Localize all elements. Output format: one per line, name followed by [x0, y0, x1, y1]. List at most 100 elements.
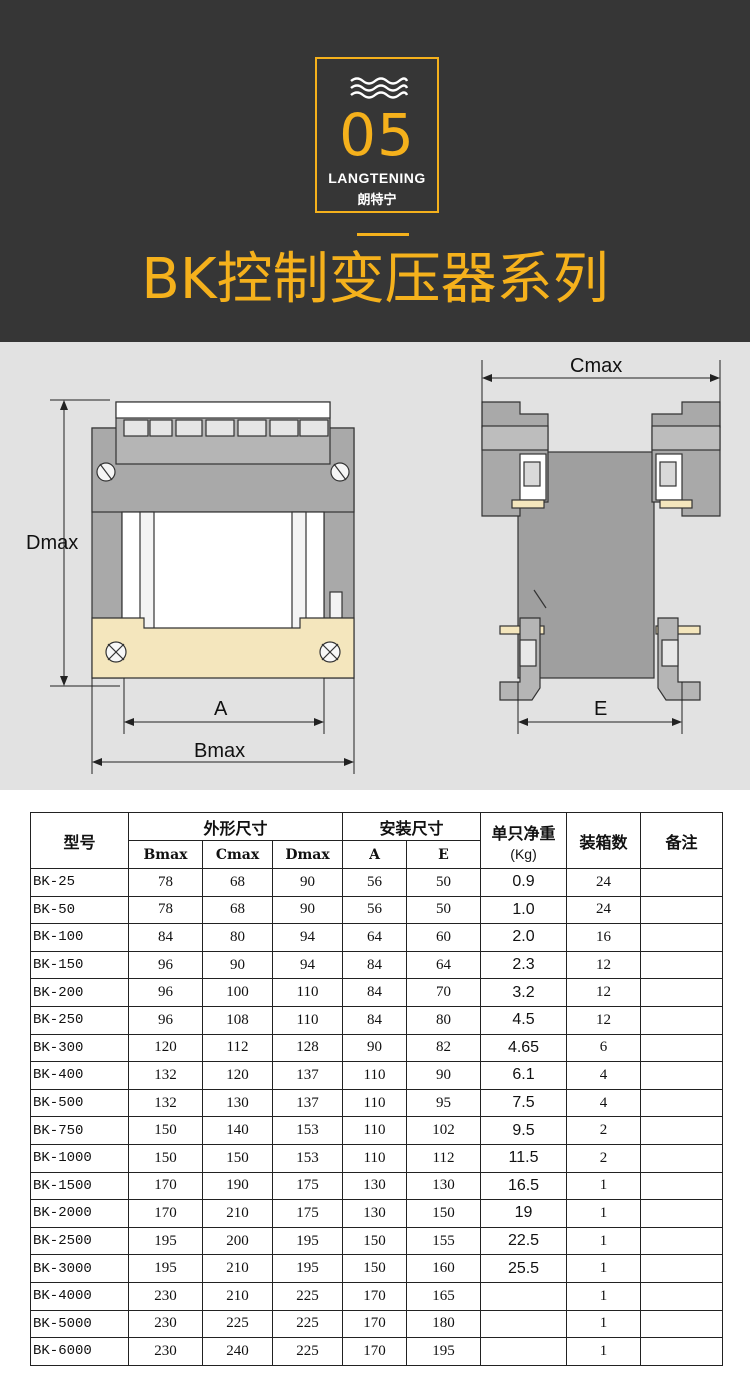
cell-cmax: 210 [202, 1199, 273, 1228]
cell-dmax: 90 [272, 895, 343, 925]
cell-bmax: 78 [128, 895, 203, 925]
cell-cmax: 68 [202, 895, 273, 925]
header-mount-dimensions: 安装尺寸 [341, 812, 482, 841]
cell-dmax: 153 [272, 1143, 343, 1173]
cell-weight: 0.9 [480, 868, 568, 897]
header-weight-label: 单只净重 [491, 823, 556, 843]
cell-per-box: 2 [566, 1116, 642, 1145]
cell-model: BK-1000 [30, 1143, 129, 1173]
cell-weight [480, 1281, 568, 1311]
cell-a: 90 [342, 1033, 407, 1063]
cell-bmax: 96 [128, 950, 203, 980]
cell-per-box: 1 [566, 1281, 642, 1311]
cell-notes [640, 1061, 724, 1090]
header-dmax: Dmax [272, 840, 343, 869]
cell-weight: 2.3 [480, 950, 568, 980]
cell-a: 84 [342, 950, 407, 980]
cell-cmax: 210 [202, 1281, 273, 1311]
cell-e: 160 [405, 1254, 482, 1283]
cell-e: 70 [405, 978, 482, 1007]
cell-notes [640, 1199, 724, 1228]
cell-cmax: 210 [202, 1254, 273, 1283]
cell-bmax: 132 [128, 1061, 203, 1090]
header-bmax: Bmax [128, 840, 203, 869]
cell-a: 56 [342, 895, 407, 925]
cell-per-box: 1 [566, 1226, 642, 1256]
cell-model: BK-50 [30, 895, 129, 925]
cell-notes [640, 1226, 724, 1256]
cell-per-box: 1 [566, 1254, 642, 1283]
cell-e: 102 [405, 1116, 482, 1145]
cell-e: 165 [405, 1281, 482, 1311]
cell-bmax: 120 [128, 1033, 203, 1063]
cell-cmax: 150 [202, 1143, 273, 1173]
cell-notes [640, 1171, 724, 1201]
cell-dmax: 153 [272, 1116, 343, 1145]
cell-per-box: 24 [566, 868, 642, 897]
cell-dmax: 137 [272, 1088, 343, 1118]
cell-model: BK-300 [30, 1033, 129, 1063]
cell-bmax: 84 [128, 923, 203, 952]
cell-model: BK-100 [30, 923, 129, 952]
header-per-box: 装箱数 [566, 812, 642, 869]
cell-cmax: 90 [202, 950, 273, 980]
cell-a: 84 [342, 1005, 407, 1035]
cell-a: 130 [342, 1171, 407, 1201]
cell-a: 150 [342, 1226, 407, 1256]
cell-notes [640, 895, 724, 925]
cell-per-box: 24 [566, 895, 642, 925]
cell-a: 170 [342, 1309, 407, 1339]
cell-per-box: 6 [566, 1033, 642, 1063]
cell-model: BK-4000 [30, 1281, 129, 1311]
cell-a: 84 [342, 978, 407, 1007]
waves-icon [350, 77, 409, 99]
cell-a: 110 [342, 1143, 407, 1173]
header-a: A [342, 840, 407, 869]
cell-bmax: 195 [128, 1226, 203, 1256]
cell-weight: 2.0 [480, 923, 568, 952]
cell-bmax: 132 [128, 1088, 203, 1118]
cell-per-box: 12 [566, 1005, 642, 1035]
transformer-drawing [50, 360, 721, 774]
cell-weight [480, 1309, 568, 1339]
cell-weight: 11.5 [480, 1143, 568, 1173]
cell-model: BK-1500 [30, 1171, 129, 1201]
cell-dmax: 137 [272, 1061, 343, 1090]
cell-bmax: 230 [128, 1281, 203, 1311]
section-number: 05 [339, 101, 415, 169]
cell-e: 64 [405, 950, 482, 980]
cell-e: 90 [405, 1061, 482, 1090]
cell-notes [640, 978, 724, 1007]
header-e: E [405, 840, 482, 869]
cell-dmax: 195 [272, 1254, 343, 1283]
cell-bmax: 170 [128, 1199, 203, 1228]
cell-model: BK-200 [30, 978, 129, 1007]
cell-weight: 25.5 [480, 1254, 568, 1283]
cell-per-box: 16 [566, 923, 642, 952]
cell-notes [640, 1033, 724, 1063]
cell-e: 130 [405, 1171, 482, 1201]
cell-cmax: 200 [202, 1226, 273, 1256]
cell-weight: 1.0 [480, 895, 568, 925]
brand-name-cn: 朗特宁 [357, 193, 397, 208]
cell-per-box: 12 [566, 950, 642, 980]
cell-cmax: 80 [202, 923, 273, 952]
cell-e: 60 [405, 923, 482, 952]
cell-cmax: 190 [202, 1171, 273, 1201]
page-title: BK控制变压器系列 [141, 247, 609, 312]
cell-e: 150 [405, 1199, 482, 1228]
cell-e: 80 [405, 1005, 482, 1035]
cell-weight: 7.5 [480, 1088, 568, 1118]
cell-weight: 9.5 [480, 1116, 568, 1145]
cell-dmax: 225 [272, 1309, 343, 1339]
cmax-label: Cmax [570, 355, 623, 377]
cell-model: BK-400 [30, 1061, 129, 1090]
